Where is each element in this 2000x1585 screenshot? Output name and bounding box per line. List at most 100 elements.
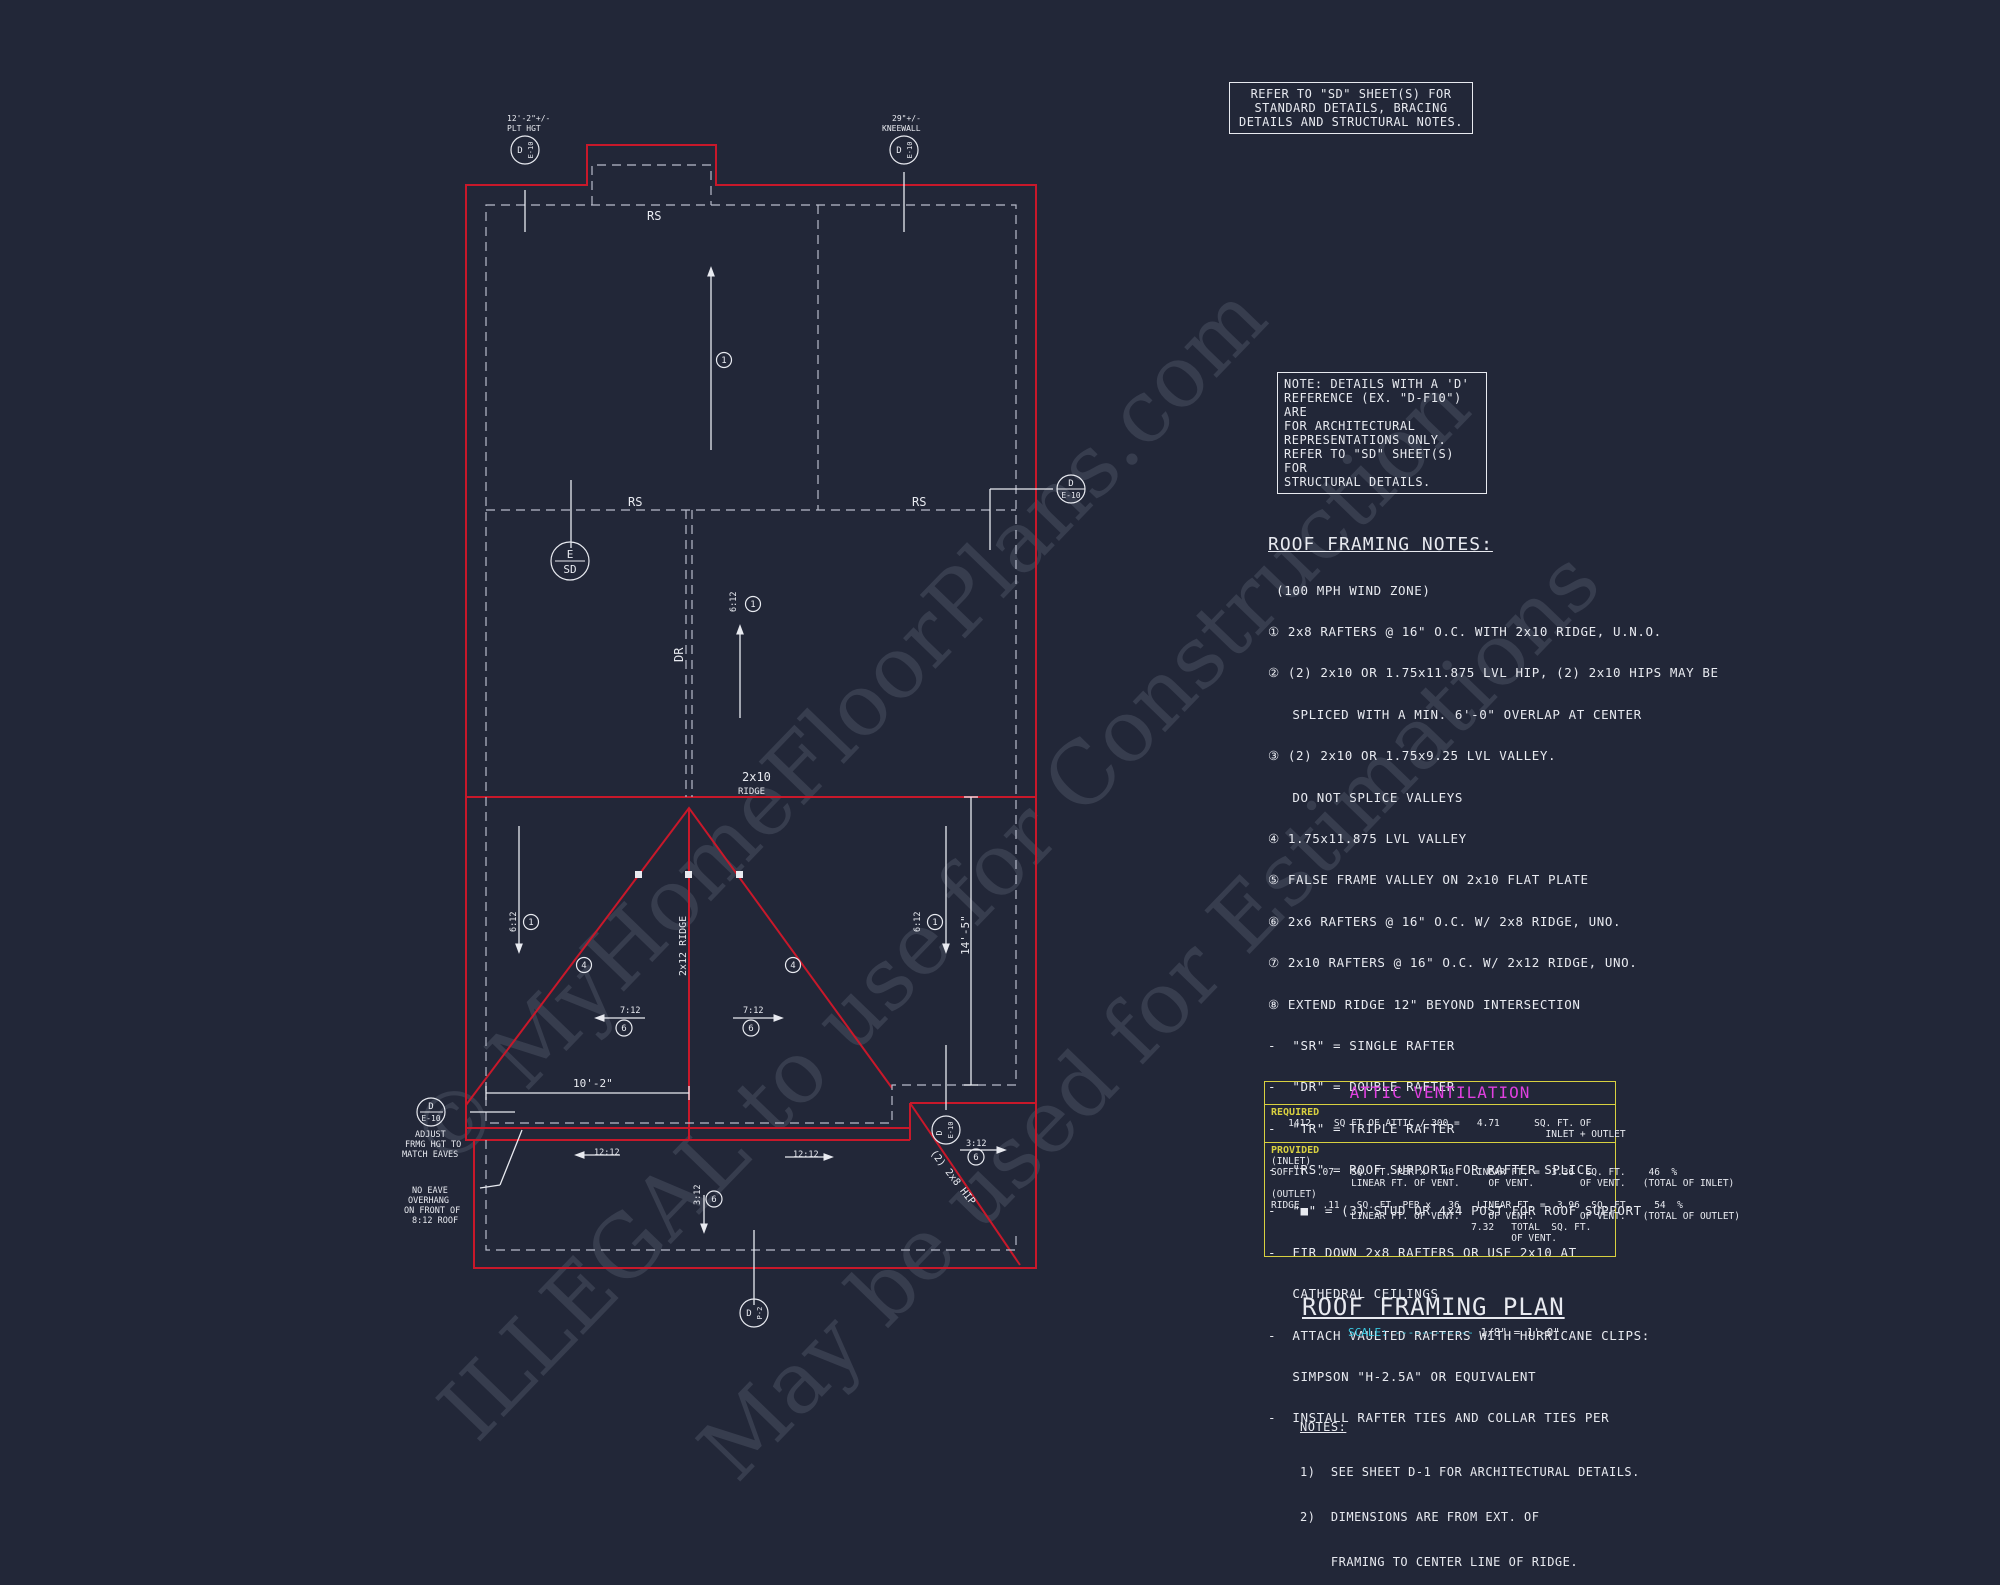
label-kneewall2: KNEEWALL: [882, 124, 921, 133]
label-kneewall: 29"+/-: [892, 114, 921, 123]
detail-tag-d: D: [896, 146, 901, 156]
note-item: ⑦ 2x10 RAFTERS @ 16" O.C. W/ 2x12 RIDGE,…: [1268, 955, 1638, 971]
plan-title: ROOF FRAMING PLAN: [1302, 1293, 1565, 1321]
note-item: - "RS" = ROOF SUPPORT FOR RAFTER SPLICE: [1268, 1162, 1594, 1178]
label-plt-hgt2: PLT HGT: [507, 124, 541, 133]
note-item: - "TR" = TRIPLE RAFTER: [1268, 1120, 1455, 1136]
callout-6: 6: [711, 1195, 716, 1205]
detail-tag-e: E: [567, 548, 574, 561]
label-adjust-3: MATCH EAVES: [402, 1150, 458, 1160]
note-line: NOTE: DETAILS WITH A 'D': [1284, 377, 1470, 391]
note-line: REPRESENTATIONS ONLY.: [1284, 433, 1447, 447]
note-item: - "DR" = DOUBLE RAFTER: [1268, 1079, 1455, 1095]
note-item: - "SR" = SINGLE RAFTER: [1268, 1037, 1455, 1053]
attic-ventilation-table: ATTIC VENTILATION REQUIRED 1412 SQ FT OF…: [1264, 1081, 1740, 1257]
scale-value: 1/8" = 1'-0": [1480, 1326, 1560, 1339]
ventilation-required-section: REQUIRED 1412 SQ FT OF ATTIC / 300 = 4.7…: [1265, 1105, 1626, 1143]
note-item: CATHEDRAL CEILINGS: [1268, 1286, 1439, 1302]
callout-1: 1: [528, 918, 533, 928]
label-no-eave-3: ON FRONT OF: [404, 1206, 460, 1216]
detail-tag-e10: E-10: [1061, 491, 1080, 500]
callout-1: 1: [932, 918, 937, 928]
post-marker: [635, 871, 642, 878]
soffit-row: SOFFIT .07 SQ. FT. PER x 48 LINEAR FT. =…: [1271, 1167, 1678, 1178]
note-item: ② (2) 2x10 OR 1.75x11.875 LVL HIP, (2) 2…: [1268, 665, 1719, 681]
detail-tag-sd: SD: [563, 563, 576, 576]
roof-outline: [465, 144, 1037, 1269]
note-item: SPLICED WITH A MIN. 6'-0" OVERLAP AT CEN…: [1268, 706, 1642, 722]
note-item: DO NOT SPLICE VALLEYS: [1268, 789, 1464, 805]
scale-line: SCALE: ------------ 1/8" = 1'-0": [1348, 1326, 1560, 1339]
note-item: ④ 1.75x11.875 LVL VALLEY: [1268, 830, 1467, 846]
label-dr: DR: [672, 647, 686, 662]
pitch-7-12: 7:12: [620, 1006, 640, 1016]
note-line: STRUCTURAL DETAILS.: [1284, 475, 1431, 489]
detail-tag-e10: E-10: [527, 142, 535, 159]
note-item: ⑧ EXTEND RIDGE 12" BEYOND INTERSECTION: [1268, 996, 1581, 1012]
label-ridge-2x10: 2x10: [742, 770, 771, 784]
note-line: REFER TO "SD" SHEET(S) FOR: [1284, 447, 1454, 475]
note-line: FOR ARCHITECTURAL: [1284, 419, 1416, 433]
pitch-6-12: 6:12: [509, 912, 519, 932]
total-row: 7.32 TOTAL SQ. FT.: [1271, 1222, 1592, 1233]
pitch-3-12: 3:12: [693, 1185, 703, 1205]
callout-6: 6: [748, 1024, 753, 1034]
label-hip: (2) 2x8 HIP: [928, 1148, 977, 1207]
note-d-reference-box: NOTE: DETAILS WITH A 'D' REFERENCE (EX. …: [1277, 372, 1487, 494]
soffit-row-sub: LINEAR FT. OF VENT. OF VENT. OF VENT. (T…: [1271, 1178, 1735, 1189]
note-item: ① 2x8 RAFTERS @ 16" O.C. WITH 2x10 RIDGE…: [1268, 623, 1662, 639]
roof-framing-plan-drawing: RS RS RS DR 2x10 RIDGE 2x12 RIDGE (2) 2x…: [402, 114, 1086, 1328]
callout-4: 4: [581, 961, 586, 971]
note-item: ⑤ FALSE FRAME VALLEY ON 2x10 FLAT PLATE: [1268, 872, 1589, 888]
detail-tag-d: D: [746, 1309, 751, 1319]
notes-line: FRAMING TO CENTER LINE OF RIDGE.: [1300, 1555, 1579, 1569]
label-rs-top: RS: [647, 209, 661, 223]
note-item: SIMPSON "H-2.5A" OR EQUIVALENT: [1268, 1369, 1537, 1385]
scale-label: SCALE: ------------: [1348, 1326, 1481, 1339]
outlet-label: (OUTLET): [1271, 1189, 1317, 1200]
pitch-7-12: 7:12: [743, 1006, 763, 1016]
label-no-eave-1: NO EAVE: [412, 1186, 448, 1196]
refer-line: STANDARD DETAILS, BRACING: [1254, 101, 1448, 115]
label-rs-left: RS: [628, 495, 642, 509]
note-item: - INSTALL RAFTER TIES AND COLLAR TIES PE…: [1268, 1410, 1610, 1426]
callout-4: 4: [790, 961, 795, 971]
callout-6: 6: [621, 1024, 626, 1034]
roof-framing-notes-title: ROOF FRAMING NOTES:: [1268, 534, 1493, 555]
refer-to-sd-box: REFER TO "SD" SHEET(S) FOR STANDARD DETA…: [1229, 82, 1473, 134]
note-item: ③ (2) 2x10 OR 1.75x9.25 LVL VALLEY.: [1268, 748, 1557, 764]
ridge-row-sub: LINEAR FT. OF VENT. OF VENT. OF VENT. (T…: [1271, 1211, 1740, 1222]
refer-line: DETAILS AND STRUCTURAL NOTES.: [1238, 115, 1463, 129]
label-no-eave-2: OVERHANG: [408, 1196, 449, 1206]
general-notes: NOTES: 1) SEE SHEET D-1 FOR ARCHITECTURA…: [1300, 1390, 1640, 1585]
note-item: ⑥ 2x6 RAFTERS @ 16" O.C. W/ 2x8 RIDGE, U…: [1268, 913, 1622, 929]
note-line: REFERENCE (EX. "D-F10") ARE: [1284, 391, 1462, 419]
pitch-3-12: 3:12: [966, 1139, 986, 1149]
detail-tag-e10: E-10: [421, 1114, 440, 1123]
label-ridge-2x12: 2x12 RIDGE: [678, 916, 689, 976]
label-adjust-1: ADJUST: [415, 1130, 446, 1140]
provided-label: PROVIDED: [1271, 1145, 1320, 1156]
note-item: (100 MPH WIND ZONE): [1268, 582, 1431, 598]
pitch-6-12: 6:12: [729, 592, 739, 612]
detail-tag-d: D: [428, 1102, 433, 1112]
detail-tag-d: D: [1068, 479, 1073, 489]
detail-tag-p2: P-2: [756, 1307, 764, 1320]
roof-framing-notes-list: (100 MPH WIND ZONE) ① 2x8 RAFTERS @ 16" …: [1268, 556, 1719, 1439]
required-label: REQUIRED: [1271, 1107, 1320, 1118]
detail-tag-d: D: [935, 1130, 944, 1135]
pitch-12-12: 12:12: [793, 1150, 819, 1160]
ventilation-provided-section: PROVIDED (INLET) SOFFIT .07 SQ. FT. PER …: [1265, 1143, 1740, 1246]
post-marker: [736, 871, 743, 878]
note-item: - ATTACH VAULTED RAFTERS WITH HURRICANE …: [1268, 1327, 1650, 1343]
notes-heading: NOTES:: [1300, 1420, 1347, 1434]
total-row-sub: OF VENT.: [1271, 1233, 1557, 1244]
required-row-sub: INLET + OUTLET: [1271, 1129, 1626, 1140]
refer-line: REFER TO "SD" SHEET(S) FOR: [1250, 87, 1452, 101]
callout-1: 1: [750, 600, 755, 610]
note-item: - "■" = (3) STUD OR 4x4 POST FOR ROOF SU…: [1268, 1203, 1642, 1219]
ridge-row: RIDGE .11 SQ. FT. PER x 36 LINEAR FT. = …: [1271, 1200, 1683, 1211]
label-rs-right: RS: [912, 495, 926, 509]
dimension-14-5: 14'-5": [959, 915, 972, 955]
pitch-12-12: 12:12: [594, 1148, 620, 1158]
